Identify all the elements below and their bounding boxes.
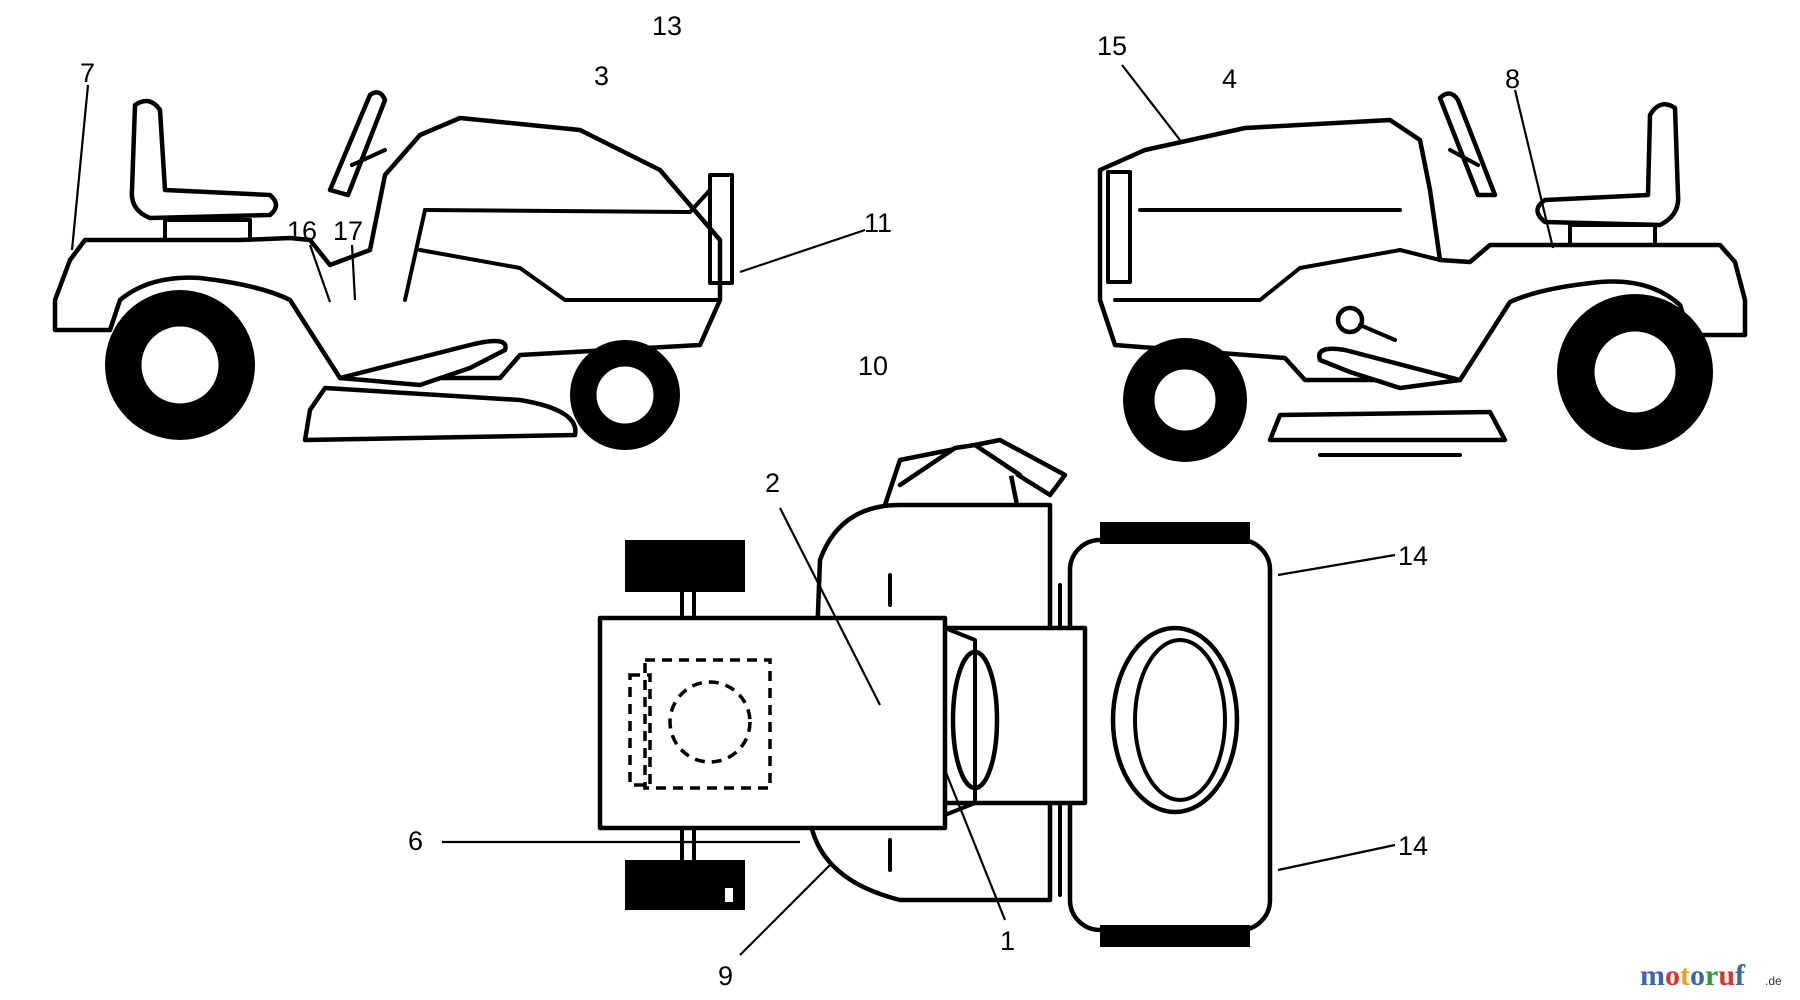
callout-14-top: 14 bbox=[1398, 541, 1428, 571]
callout-8: 8 bbox=[1505, 64, 1520, 94]
callout-9: 9 bbox=[718, 961, 733, 991]
callout-15: 15 bbox=[1097, 31, 1127, 61]
callout-3: 3 bbox=[594, 61, 609, 91]
wm-letter-4: o bbox=[1690, 959, 1705, 992]
wm-letter-2: o bbox=[1665, 959, 1680, 992]
wm-letter-3: t bbox=[1680, 959, 1690, 992]
leader-lines bbox=[70, 64, 1555, 956]
wm-letter-7: f bbox=[1735, 959, 1746, 992]
svg-text:motoruf: motoruf bbox=[1640, 959, 1746, 992]
callout-17: 17 bbox=[333, 216, 363, 246]
wm-suffix: .de bbox=[1765, 974, 1782, 988]
callout-11: 11 bbox=[864, 208, 892, 238]
callout-7: 7 bbox=[80, 58, 95, 88]
callout-2: 2 bbox=[765, 468, 780, 498]
wm-letter-6: u bbox=[1718, 959, 1735, 992]
callout-1: 1 bbox=[1000, 926, 1015, 956]
tractor-top-view bbox=[597, 437, 1273, 947]
callout-10: 10 bbox=[858, 351, 888, 381]
wm-letter-5: r bbox=[1705, 959, 1718, 992]
callout-13: 13 bbox=[652, 11, 682, 41]
tractor-right-side-view bbox=[1097, 91, 1748, 462]
callout-14-bottom: 14 bbox=[1398, 831, 1428, 861]
motoruf-watermark-logo: motoruf .de bbox=[1640, 959, 1782, 992]
callout-labels: 7 16 17 3 13 11 15 4 8 10 2 14 14 6 9 1 bbox=[80, 11, 1520, 991]
callout-16: 16 bbox=[287, 216, 317, 246]
wm-letter-1: m bbox=[1640, 959, 1665, 992]
callout-6: 6 bbox=[408, 826, 423, 856]
tractor-left-side-view bbox=[52, 90, 734, 450]
callout-4: 4 bbox=[1222, 64, 1237, 94]
